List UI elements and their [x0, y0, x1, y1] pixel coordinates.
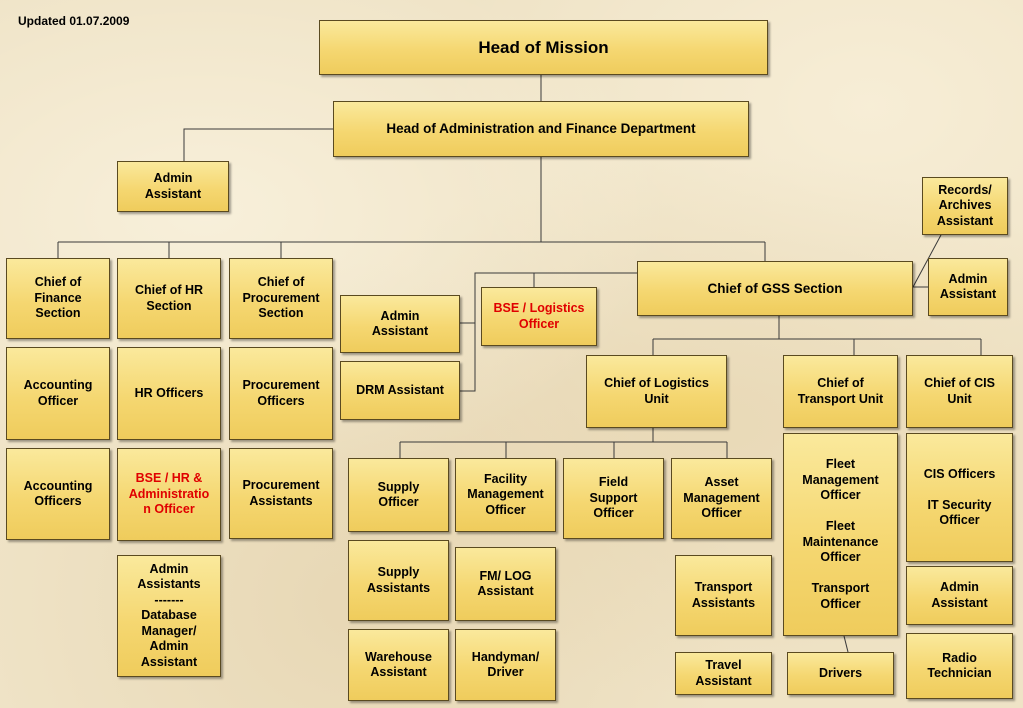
accounting-officer-box: Accounting Officer: [6, 347, 110, 440]
updated-date: Updated 01.07.2009: [18, 14, 130, 28]
cis-it-officers-box: CIS Officers IT Security Officer: [906, 433, 1013, 562]
chief-cis-box: Chief of CIS Unit: [906, 355, 1013, 428]
fm-log-assistant-box: FM/ LOG Assistant: [455, 547, 556, 621]
admin-assistant-gss-box: Admin Assistant: [928, 258, 1008, 316]
supply-assistants-box: Supply Assistants: [348, 540, 449, 621]
head-of-admin-finance-box: Head of Administration and Finance Depar…: [333, 101, 749, 157]
field-support-officer-box: Field Support Officer: [563, 458, 664, 539]
chief-procurement-box: Chief of Procurement Section: [229, 258, 333, 339]
admin-assistant-cis-box: Admin Assistant: [906, 566, 1013, 625]
facility-management-officer-box: Facility Management Officer: [455, 458, 556, 532]
chief-transport-box: Chief of Transport Unit: [783, 355, 898, 428]
admin-assistant-top-box: Admin Assistant: [117, 161, 229, 212]
connector-gss-left-bus: [460, 272, 637, 392]
accounting-officers-box: Accounting Officers: [6, 448, 110, 540]
connector-haf-to-admin-assistant: [183, 128, 333, 161]
connector-fleet-to-drivers: [843, 635, 849, 653]
chief-finance-box: Chief of Finance Section: [6, 258, 110, 339]
drm-assistant-box: DRM Assistant: [340, 361, 460, 420]
head-of-mission-box: Head of Mission: [319, 20, 768, 75]
bse-hr-admin-officer-box: BSE / HR & Administratio n Officer: [117, 448, 221, 541]
records-archives-box: Records/ Archives Assistant: [922, 177, 1008, 235]
bse-logistics-officer-box: BSE / Logistics Officer: [481, 287, 597, 346]
fleet-transport-officers-box: Fleet Management Officer Fleet Maintenan…: [783, 433, 898, 636]
chief-hr-box: Chief of HR Section: [117, 258, 221, 339]
asset-management-officer-box: Asset Management Officer: [671, 458, 772, 539]
chief-gss-box: Chief of GSS Section: [637, 261, 913, 316]
connector-gss-to-records: [912, 234, 942, 288]
transport-assistants-box: Transport Assistants: [675, 555, 772, 636]
hr-officers-box: HR Officers: [117, 347, 221, 440]
drivers-box: Drivers: [787, 652, 894, 695]
travel-assistant-box: Travel Assistant: [675, 652, 772, 695]
procurement-assistants-box: Procurement Assistants: [229, 448, 333, 539]
warehouse-assistant-box: Warehouse Assistant: [348, 629, 449, 701]
radio-technician-box: Radio Technician: [906, 633, 1013, 699]
admin-assistant-mid-box: Admin Assistant: [340, 295, 460, 353]
chief-logistics-box: Chief of Logistics Unit: [586, 355, 727, 428]
supply-officer-box: Supply Officer: [348, 458, 449, 532]
procurement-officers-box: Procurement Officers: [229, 347, 333, 440]
handyman-driver-box: Handyman/ Driver: [455, 629, 556, 701]
admin-database-assistants-box: Admin Assistants ------- Database Manage…: [117, 555, 221, 677]
